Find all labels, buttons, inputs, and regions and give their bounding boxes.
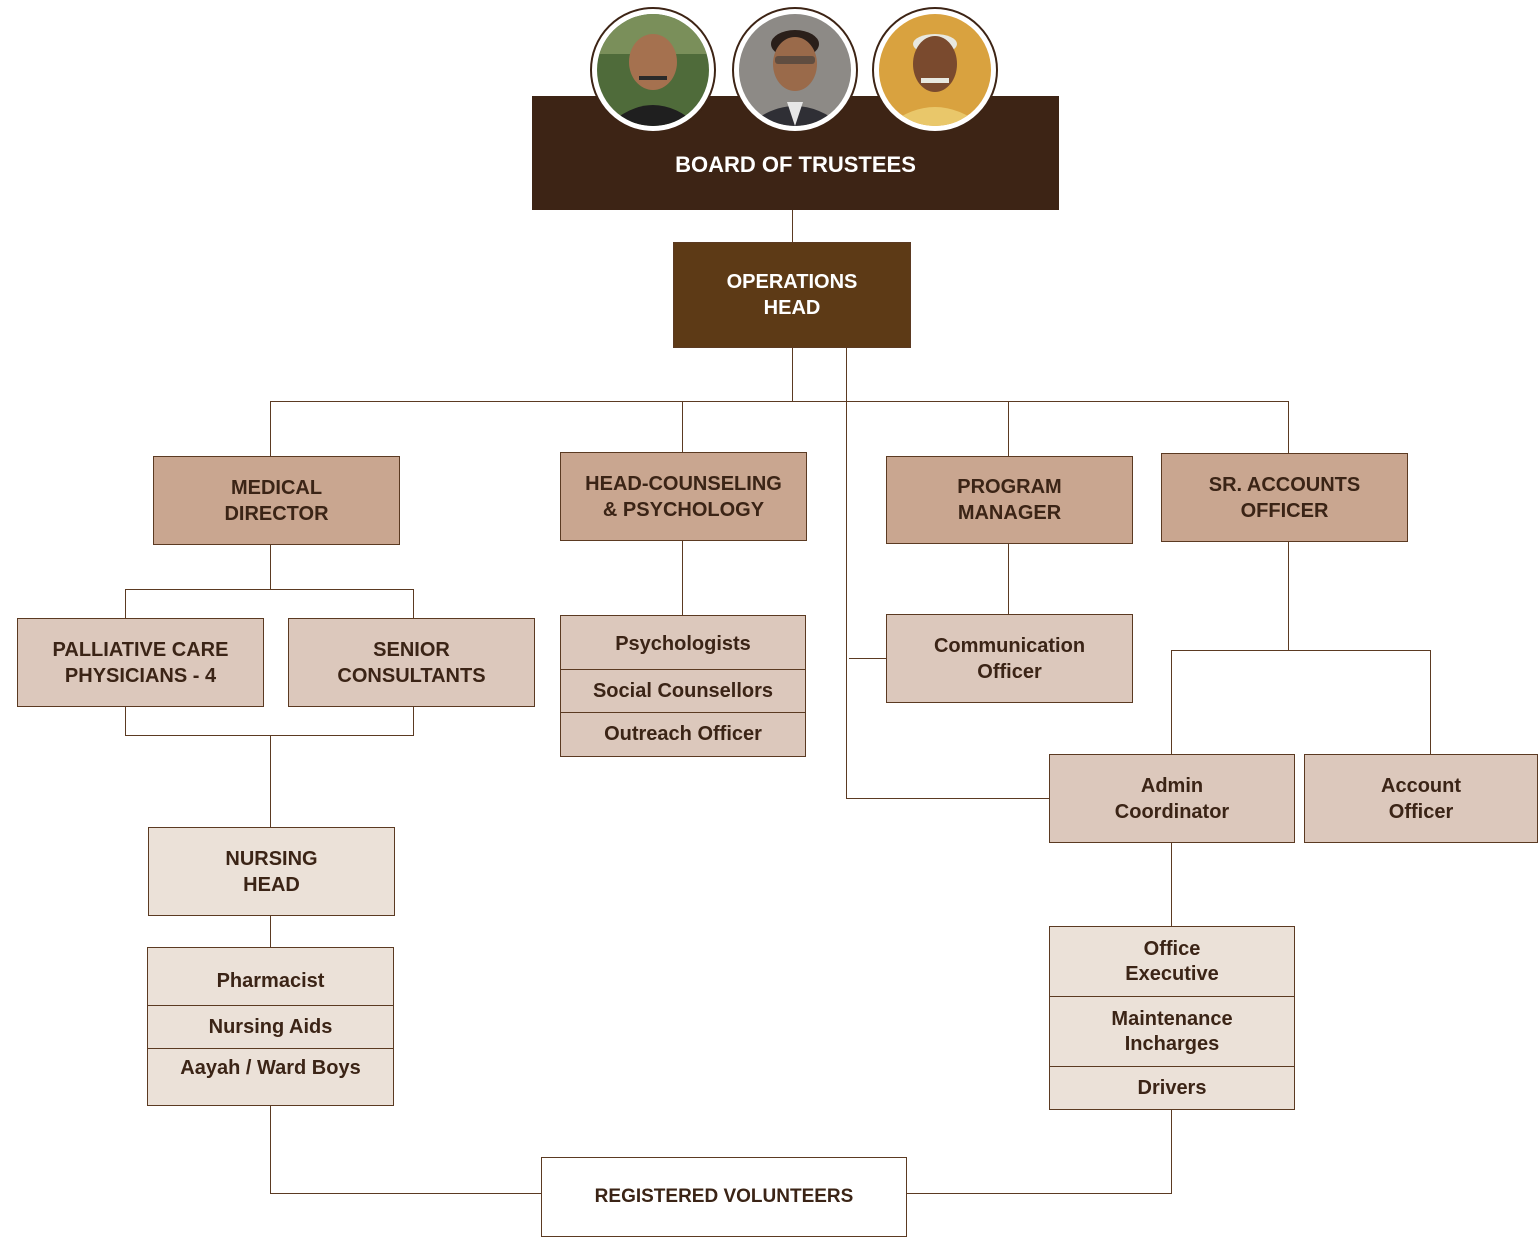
- account-officer-line2: Officer: [1388, 800, 1454, 823]
- connector: [792, 210, 793, 242]
- communication-officer-line2: Officer: [977, 660, 1042, 683]
- connector: [1288, 401, 1289, 453]
- list-item-pharmacist: Pharmacist: [216, 970, 325, 992]
- connector: [1430, 650, 1431, 754]
- connector: [270, 1193, 541, 1194]
- head-counseling-line1: HEAD-COUNSELING: [585, 472, 782, 495]
- nursing-head-line1: NURSING: [225, 847, 318, 870]
- nursing-head-line2: HEAD: [243, 873, 300, 896]
- connector: [792, 348, 793, 401]
- admin-coordinator-line2: Coordinator: [1114, 800, 1230, 823]
- connector: [125, 735, 414, 736]
- connector: [682, 401, 683, 452]
- head-counseling-line2: & PSYCHOLOGY: [602, 498, 765, 521]
- maintenance-line2: Incharges: [1124, 1032, 1220, 1055]
- list-item-aayah-ward-boys: Aayah / Ward Boys: [148, 1048, 393, 1105]
- person-avatar-icon: [739, 14, 851, 126]
- connector: [1288, 542, 1289, 650]
- list-item-social-counsellors: Social Counsellors: [561, 669, 805, 712]
- head-counseling-psychology: HEAD-COUNSELING & PSYCHOLOGY: [560, 452, 807, 541]
- board-title: BOARD OF TRUSTEES: [675, 152, 916, 177]
- connector: [849, 658, 886, 659]
- person-avatar-icon: [879, 14, 991, 126]
- registered-volunteers: REGISTERED VOLUNTEERS: [541, 1157, 907, 1237]
- palliative-line2: PHYSICIANS - 4: [64, 664, 217, 687]
- connector: [413, 707, 414, 736]
- operations-head-line2: HEAD: [763, 297, 821, 319]
- connector: [682, 541, 683, 615]
- admin-coordinator: Admin Coordinator: [1049, 754, 1295, 843]
- connector: [1171, 650, 1172, 754]
- operations-head: OPERATIONS HEAD: [673, 242, 911, 348]
- connector: [1171, 650, 1431, 651]
- operations-head-line1: OPERATIONS: [726, 271, 858, 293]
- trustee-photo-1: [590, 7, 716, 133]
- medical-director: MEDICAL DIRECTOR: [153, 456, 400, 545]
- medical-director-line2: DIRECTOR: [224, 502, 329, 525]
- nursing-staff-list: Pharmacist Nursing Aids Aayah / Ward Boy…: [147, 947, 394, 1106]
- volunteers-label: REGISTERED VOLUNTEERS: [594, 1186, 854, 1207]
- list-item-maintenance-incharges: Maintenance Incharges: [1050, 996, 1294, 1066]
- connector: [270, 545, 271, 589]
- program-manager-line2: MANAGER: [957, 502, 1062, 524]
- program-manager: PROGRAM MANAGER: [886, 456, 1133, 544]
- office-executive-line1: Office: [1143, 937, 1201, 960]
- connector: [906, 1193, 1172, 1194]
- admin-coordinator-line1: Admin: [1140, 774, 1204, 797]
- list-item-office-executive: Office Executive: [1050, 927, 1294, 996]
- connector: [1171, 843, 1172, 926]
- sr-accounts-line2: OFFICER: [1240, 499, 1329, 522]
- maintenance-line1: Maintenance: [1111, 1007, 1233, 1030]
- senior-consultants-line2: CONSULTANTS: [337, 664, 486, 687]
- office-executive-line2: Executive: [1125, 962, 1219, 985]
- connector: [270, 401, 271, 456]
- connector: [1008, 401, 1009, 456]
- connector: [1171, 1109, 1172, 1194]
- nursing-head: NURSING HEAD: [148, 827, 395, 916]
- person-avatar-icon: [597, 14, 709, 126]
- medical-director-line1: MEDICAL: [230, 476, 323, 499]
- connector: [413, 589, 414, 618]
- counseling-staff-list: Psychologists Social Counsellors Outreac…: [560, 615, 806, 757]
- senior-consultants-line1: SENIOR: [373, 638, 450, 661]
- connector: [125, 589, 126, 618]
- connector: [270, 401, 1289, 402]
- account-officer-line1: Account: [1381, 774, 1461, 797]
- trustee-photo-2: [732, 7, 858, 133]
- connector: [270, 735, 271, 827]
- palliative-care-physicians: PALLIATIVE CARE PHYSICIANS - 4: [17, 618, 264, 707]
- list-item-nursing-aids: Nursing Aids: [148, 1005, 393, 1048]
- connector: [846, 798, 1049, 799]
- connector: [270, 1105, 271, 1194]
- admin-staff-list: Office Executive Maintenance Incharges D…: [1049, 926, 1295, 1110]
- list-item-psychologists: Psychologists: [615, 633, 751, 655]
- communication-officer-line1: Communication: [933, 634, 1086, 657]
- account-officer: Account Officer: [1304, 754, 1538, 843]
- communication-officer: Communication Officer: [886, 614, 1133, 703]
- trustee-photo-3: [872, 7, 998, 133]
- program-manager-line1: PROGRAM: [957, 476, 1062, 498]
- connector: [125, 589, 414, 590]
- sr-accounts-line1: SR. ACCOUNTS: [1208, 473, 1361, 496]
- connector: [1008, 544, 1009, 614]
- list-item-outreach-officer: Outreach Officer: [561, 712, 805, 756]
- palliative-line1: PALLIATIVE CARE: [52, 638, 229, 661]
- connector: [270, 916, 271, 947]
- list-item-drivers: Drivers: [1050, 1066, 1294, 1109]
- connector: [125, 707, 126, 736]
- sr-accounts-officer: SR. ACCOUNTS OFFICER: [1161, 453, 1408, 542]
- connector: [846, 348, 847, 799]
- senior-consultants: SENIOR CONSULTANTS: [288, 618, 535, 707]
